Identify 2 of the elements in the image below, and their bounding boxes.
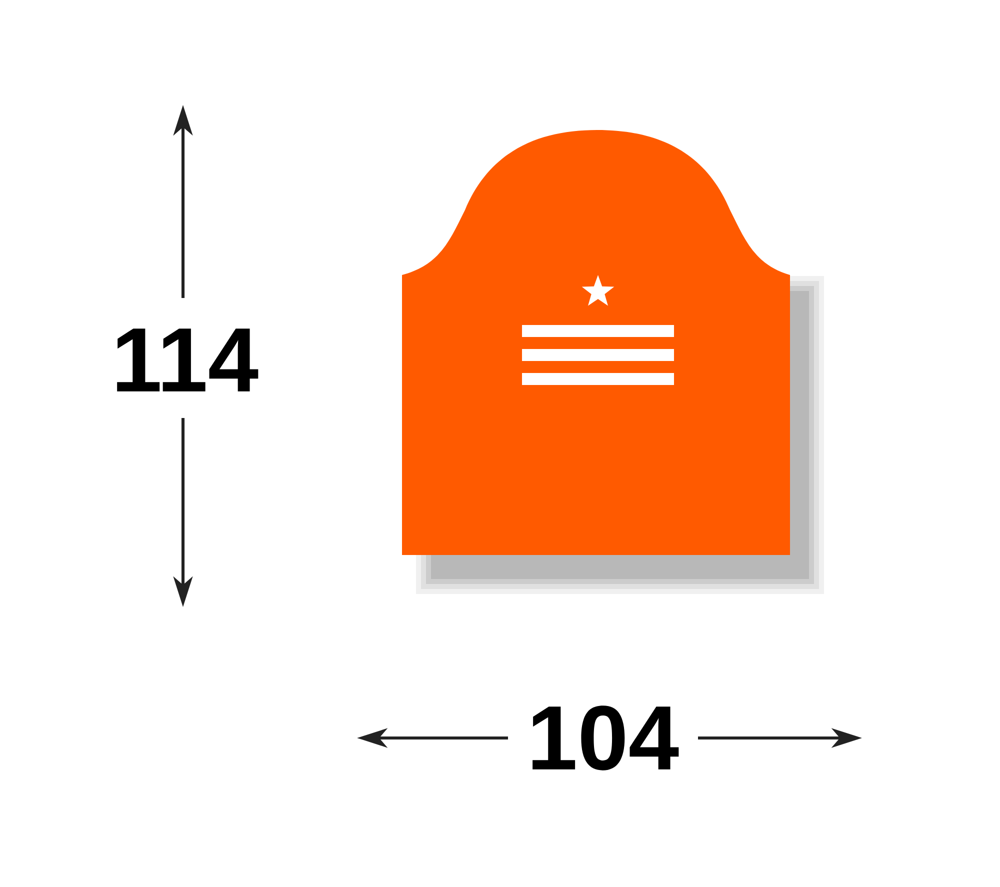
dimension-label: 104: [532, 706, 679, 770]
dimension-label: 114: [117, 328, 258, 392]
